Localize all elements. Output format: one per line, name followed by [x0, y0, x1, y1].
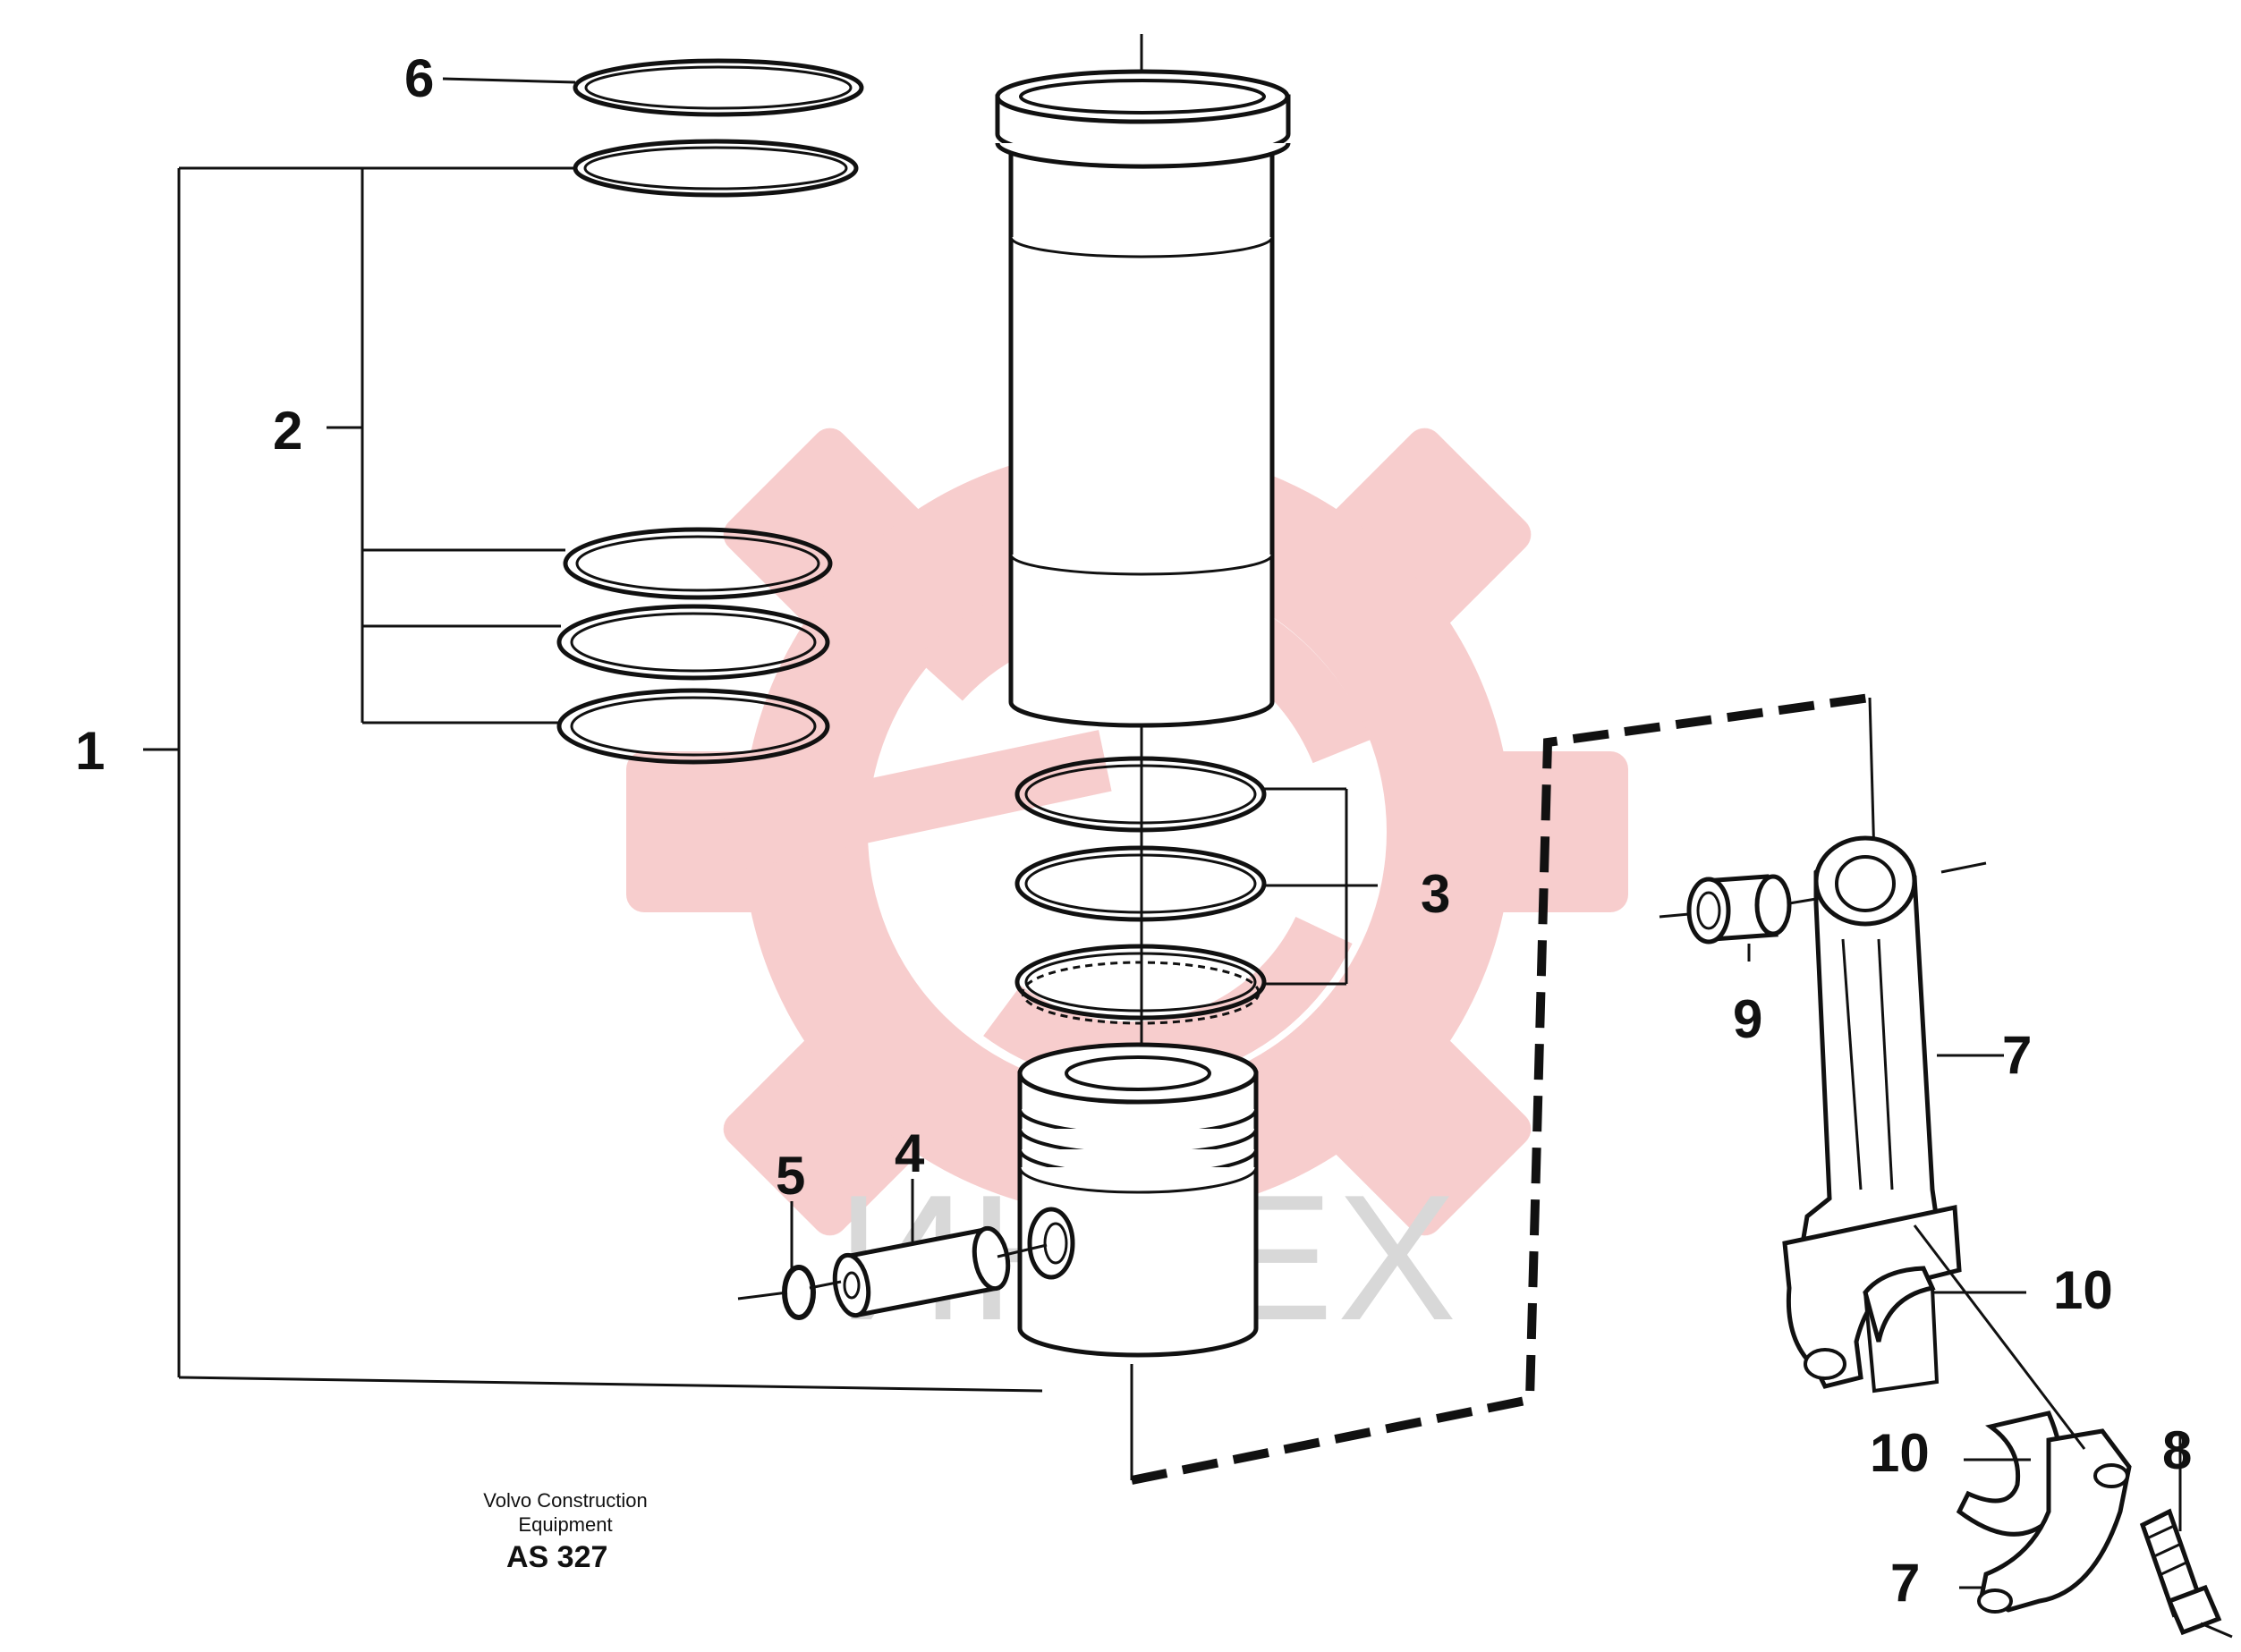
bearing-cap	[1959, 1428, 2132, 1614]
ring-stack-left	[556, 58, 864, 765]
bolt	[2139, 1431, 2233, 1639]
callout-7-rod: 7	[2002, 1025, 2032, 1085]
guide-line-cap	[1913, 1224, 2086, 1450]
callout-1: 1	[75, 721, 105, 781]
callout-7-cap: 7	[1890, 1553, 1920, 1613]
callout-6: 6	[404, 48, 434, 108]
dashed-link	[1131, 693, 1871, 1485]
leader-brackets	[143, 77, 1378, 1480]
caption-line-2: Equipment	[518, 1513, 612, 1536]
callout-10-lower: 10	[1870, 1423, 1930, 1483]
callout-4: 4	[895, 1123, 925, 1183]
caption-line-1: Volvo Construction	[483, 1489, 647, 1512]
callout-2: 2	[273, 401, 302, 461]
caption-code: AS 327	[506, 1540, 607, 1574]
callout-5: 5	[776, 1146, 805, 1206]
bearing-shell-upper	[1863, 1266, 2026, 1343]
piston-ring-set	[1014, 756, 1267, 1025]
cylinder-liner	[995, 34, 1291, 1073]
piston	[1017, 1042, 1259, 1358]
connecting-rod	[1782, 835, 2004, 1394]
callout-9: 9	[1733, 989, 1762, 1049]
piston-pin	[832, 1225, 1048, 1318]
dashed-link-tail	[1868, 697, 1876, 860]
callout-10-upper: 10	[2053, 1260, 2113, 1320]
bushing	[1659, 874, 1817, 962]
callout-3: 3	[1421, 864, 1450, 924]
callout-8: 8	[2162, 1420, 2192, 1480]
circlip	[737, 1265, 842, 1320]
